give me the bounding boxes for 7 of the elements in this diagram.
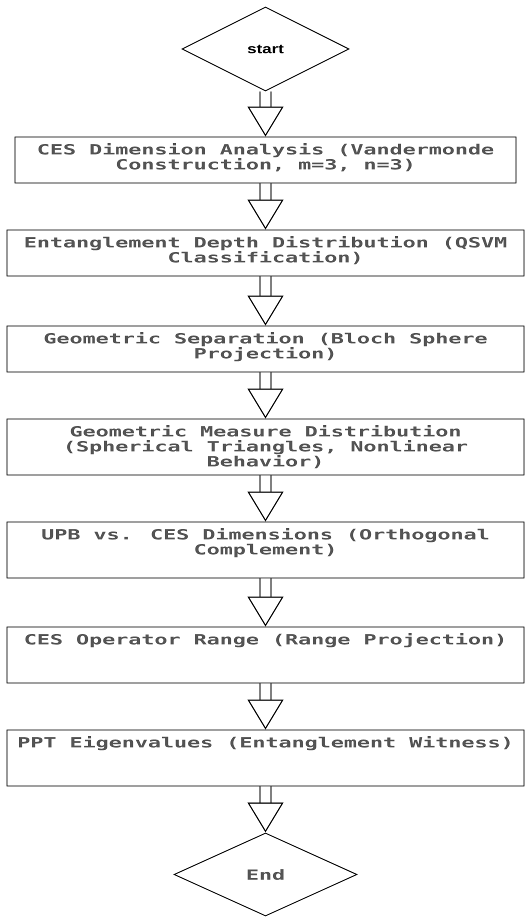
process-box: Geometric Measure Distribution (Spherical Triangles, Nonlinear Behavior) xyxy=(6,418,524,476)
process-box: Geometric Separation (Bloch Sphere Projection) xyxy=(6,326,524,372)
process-box: PPT Eigenvalues (Entanglement Witness) xyxy=(6,730,524,786)
process-box: UPB vs. CES Dimensions (Orthogonal Complement) xyxy=(6,522,524,578)
process-box: Entanglement Depth Distribution (QSVM Classification) xyxy=(6,230,524,276)
process-box: CES Operator Range (Range Projection) xyxy=(6,626,524,684)
process-box: CES Dimension Analysis (Vandermonde Construction, m=3, n=3) xyxy=(14,136,516,184)
